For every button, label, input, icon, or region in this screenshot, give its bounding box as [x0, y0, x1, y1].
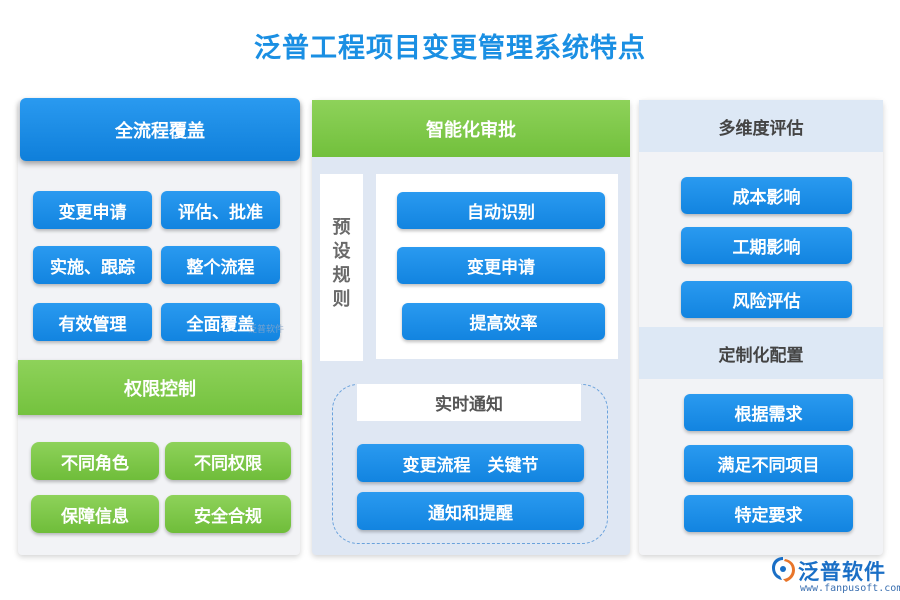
header-custom-config: 定制化配置 — [639, 327, 883, 379]
item-by-requirement: 根据需求 — [684, 394, 853, 431]
rule-improve-efficiency: 提高效率 — [402, 303, 605, 340]
item-risk-assessment: 风险评估 — [681, 281, 852, 318]
item-different-permissions: 不同权限 — [165, 442, 291, 480]
preset-label-char: 预 — [332, 217, 351, 238]
preset-rules-label: 预设规则 — [320, 216, 363, 312]
preset-label-char: 设 — [332, 241, 351, 262]
item-effective-management: 有效管理 — [33, 303, 152, 341]
preset-rules-box — [320, 174, 363, 361]
item-secure-info: 保障信息 — [31, 495, 159, 533]
item-specific-requirements: 特定要求 — [684, 495, 853, 532]
item-security-compliance: 安全合规 — [165, 495, 291, 533]
preset-label-char: 规 — [332, 265, 351, 286]
header-intelligent-approval: 智能化审批 — [312, 100, 630, 157]
notify-change-process: 变更流程 关键节 — [357, 444, 584, 482]
watermark: 泛普软件 — [248, 325, 285, 335]
item-different-projects: 满足不同项目 — [684, 445, 853, 482]
brand-logo: 泛普软件 www.fanpusoft.com — [770, 555, 900, 600]
item-different-roles: 不同角色 — [31, 442, 159, 480]
item-implement-track: 实施、跟踪 — [33, 246, 152, 284]
logo-name: 泛普软件 — [798, 560, 886, 584]
item-change-request: 变更申请 — [33, 191, 152, 229]
header-permission-control: 权限控制 — [18, 360, 302, 415]
item-schedule-impact: 工期影响 — [681, 227, 852, 264]
header-multi-dimension: 多维度评估 — [639, 100, 883, 152]
preset-label-char: 则 — [332, 289, 351, 310]
item-evaluate-approve: 评估、批准 — [161, 191, 280, 229]
rule-change-request: 变更申请 — [397, 247, 605, 284]
item-full-coverage: 全面覆盖 — [161, 303, 280, 341]
header-full-process: 全流程覆盖 — [20, 98, 300, 161]
realtime-notify-title: 实时通知 — [357, 384, 581, 421]
logo-icon — [772, 557, 795, 582]
rule-auto-recognize: 自动识别 — [397, 192, 605, 229]
item-whole-process: 整个流程 — [161, 246, 280, 284]
notify-and-remind: 通知和提醒 — [357, 492, 584, 530]
logo-url: www.fanpusoft.com — [800, 583, 900, 594]
page-title: 泛普工程项目变更管理系统特点 — [254, 33, 646, 64]
item-cost-impact: 成本影响 — [681, 177, 852, 214]
